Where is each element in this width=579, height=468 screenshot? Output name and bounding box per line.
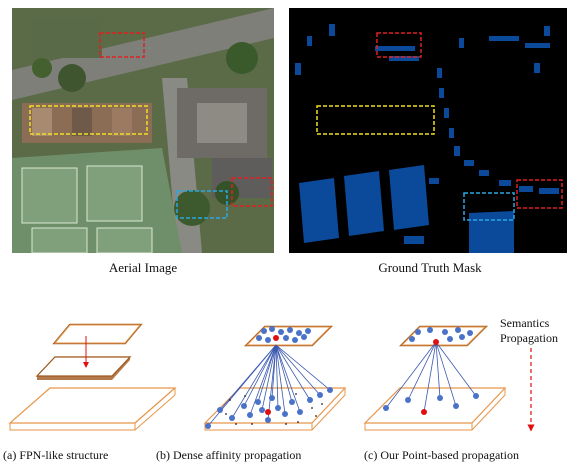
aerial-photo-illustration bbox=[12, 8, 274, 253]
subcaption-a: (a) FPN-like structure bbox=[3, 448, 109, 462]
subcaption-c: (c) Our Point-based propagation bbox=[364, 448, 519, 462]
segmentation-mask-illustration bbox=[289, 8, 567, 253]
aerial-caption: Aerial Image bbox=[108, 260, 178, 275]
aerial-image bbox=[12, 8, 274, 253]
propagation-label-1: Semantics bbox=[500, 316, 550, 330]
propagation-label-2: Propagation bbox=[500, 331, 558, 345]
subcaption-b: (b) Dense affinity propagation bbox=[156, 448, 302, 462]
ground-truth-mask bbox=[289, 8, 567, 253]
fpn-diagram bbox=[8, 323, 177, 431]
dense-affinity-diagram bbox=[203, 325, 347, 431]
mask-caption: Ground Truth Mask bbox=[378, 260, 482, 275]
point-based-diagram bbox=[363, 325, 507, 431]
